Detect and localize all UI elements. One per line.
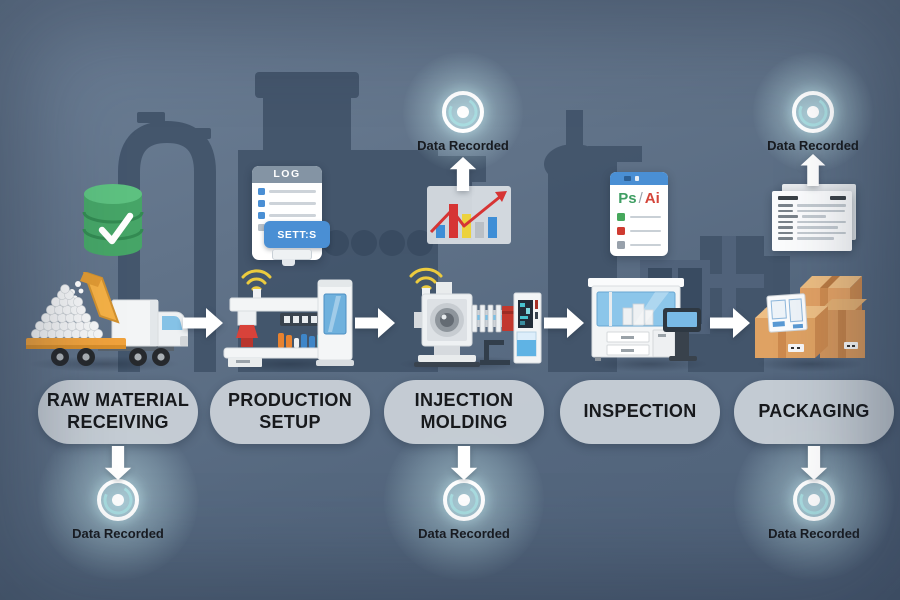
checkbox-icon (258, 188, 265, 195)
stage-pill-raw-material-receiving: RAW MATERIAL RECEIVING (38, 380, 198, 444)
inspection-window (596, 291, 676, 327)
data-recorded-icon (443, 479, 485, 521)
log-document-icon: LOG SETT:S (252, 166, 330, 266)
checklist-row (258, 212, 316, 219)
connector-nub (282, 259, 295, 266)
wifi-signal-icon (241, 269, 272, 291)
dump-truck-illustration (26, 272, 188, 366)
ps-ai-document-icon: Ps / Ai (610, 172, 668, 256)
machine-lens (430, 303, 464, 337)
data-recorded-label: Data Recorded (72, 526, 164, 541)
dump-chute (80, 272, 120, 324)
checklist-row (258, 200, 316, 207)
packaging-boxes-illustration (755, 276, 867, 358)
checkbox-icon (258, 212, 265, 219)
molding-control-cabinet (513, 292, 542, 364)
flow-arrow-icon (183, 308, 223, 338)
data-recorded-icon (442, 91, 484, 133)
legend-row (617, 213, 661, 221)
stage-pill-production-setup: PRODUCTION SETUP (210, 380, 370, 444)
inspection-machine-illustration (588, 278, 701, 361)
trailer-platform (26, 338, 126, 347)
up-arrow-icon (800, 154, 826, 186)
wheels (51, 348, 170, 366)
settings-button: SETT:S (264, 221, 330, 248)
liquid-tank (517, 340, 536, 356)
legend-row (617, 227, 661, 235)
terminal-screen (667, 312, 697, 327)
ps-ai-title: Ps / Ai (610, 190, 668, 207)
data-recorded-label: Data Recorded (417, 138, 509, 153)
truck-cab (157, 311, 188, 347)
legend-row (617, 241, 661, 249)
ground-shadow (756, 356, 864, 372)
ps-label: Ps (618, 190, 637, 207)
down-arrow-icon (800, 446, 828, 480)
down-arrow-icon (450, 446, 478, 480)
data-recorded-icon (793, 479, 835, 521)
windshield (162, 316, 183, 330)
log-title: LOG (252, 166, 322, 183)
data-recorded-label: Data Recorded (418, 526, 510, 541)
checkbox-icon (258, 224, 265, 231)
checkbox-icon (258, 200, 265, 207)
stage-pill-packaging: PACKAGING (734, 380, 894, 444)
injection-barrel (471, 304, 515, 333)
data-recorded-label: Data Recorded (767, 138, 859, 153)
inspection-terminal (663, 308, 701, 361)
robot-gripper (236, 325, 258, 347)
up-arrow-icon (449, 157, 477, 191)
database-check-icon (82, 184, 144, 256)
down-arrow-icon (104, 446, 132, 480)
checkmark-icon (98, 212, 134, 245)
stage-pill-injection-molding: INJECTION MOLDING (384, 380, 544, 444)
wifi-signal-icon (409, 267, 443, 290)
data-recorded-icon (97, 479, 139, 521)
sample-vials (278, 333, 323, 348)
flow-arrow-icon (710, 308, 750, 338)
inspected-parts (622, 303, 654, 326)
report-sheets-icon (772, 191, 852, 251)
checklist-row (258, 188, 316, 195)
card-header (610, 172, 668, 185)
injection-molding-machine-illustration (409, 267, 542, 367)
separator: / (638, 190, 643, 207)
flow-arrow-icon (544, 308, 584, 338)
data-recorded-icon (792, 91, 834, 133)
ai-label: Ai (644, 190, 660, 207)
stage-pill-inspection: INSPECTION (560, 380, 720, 444)
trend-chart-icon (427, 186, 511, 244)
production-setup-machine-illustration (223, 269, 354, 367)
control-cabinet (316, 279, 354, 366)
data-recorded-label: Data Recorded (768, 526, 860, 541)
shipping-label-card (766, 293, 808, 333)
flow-arrow-icon (355, 308, 395, 338)
